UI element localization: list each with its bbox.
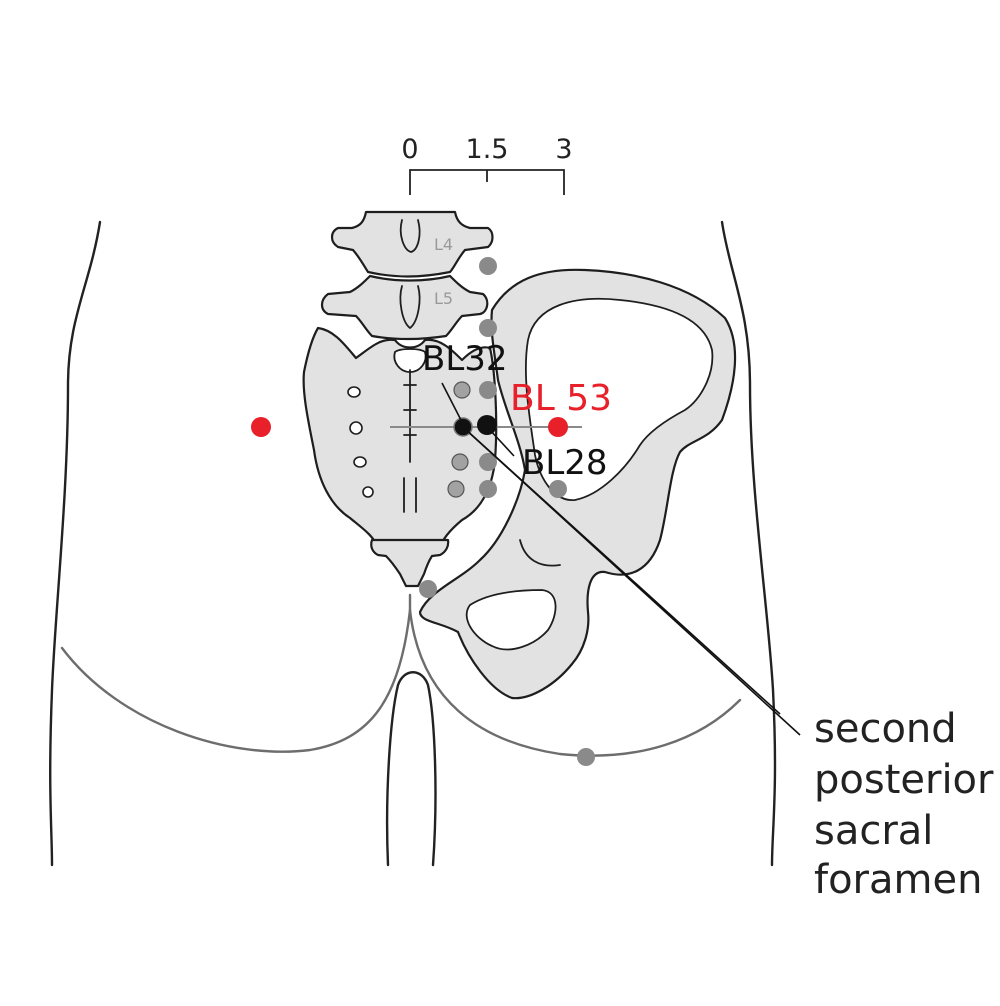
acupoint-dot — [451, 453, 469, 471]
coccyx — [370, 538, 450, 588]
ischial-detail — [519, 539, 561, 567]
right-torso-edge — [720, 220, 777, 867]
bl53-label: BL 53 — [510, 378, 612, 419]
vertebra-l4 — [330, 210, 494, 278]
scale-bracket — [409, 169, 565, 195]
scale-tick-mid: 1.5 — [466, 134, 509, 165]
scale-tick-end: 3 — [555, 134, 572, 165]
body-outline — [49, 220, 777, 867]
median-sacral-crest — [403, 369, 417, 463]
annotation-line-3: sacral — [814, 808, 933, 854]
acupoint-dot — [479, 319, 497, 337]
vertebra-label-l5: L5 — [434, 289, 453, 308]
acupoint-dot — [479, 480, 497, 498]
scale-bar: 0 1.5 3 — [401, 134, 573, 195]
foramen-left-4 — [362, 486, 374, 498]
foramen-left-2 — [349, 421, 363, 435]
bl28-point — [477, 415, 497, 435]
bl32-leader — [441, 382, 464, 425]
scale-tick-0: 0 — [401, 134, 418, 165]
acupoint-dot — [447, 480, 465, 498]
acupoint-dot — [453, 381, 471, 399]
l4-spinous-process — [399, 219, 421, 253]
vertebra-l5 — [320, 274, 489, 341]
bl53-point-right — [548, 417, 568, 437]
lumbar-vertebrae — [320, 210, 494, 341]
left-torso-edge — [49, 220, 102, 867]
foramen-leader-2 — [463, 427, 801, 736]
annotation-line-2: posterior — [814, 757, 994, 803]
foramen-left-1 — [347, 386, 361, 398]
left-gluteal-fold — [60, 608, 412, 753]
obturator-foramen — [465, 589, 557, 651]
acupoint-dot — [577, 748, 595, 766]
right-gluteal-fold — [408, 608, 742, 757]
foramen-left-3 — [353, 456, 367, 468]
sacral-hiatus — [403, 477, 417, 513]
bl28-label: BL28 — [522, 443, 608, 483]
foramen-annotation: second posterior sacral foramen — [814, 706, 994, 903]
other-acupoints — [419, 257, 595, 766]
acupoint-dot — [479, 453, 497, 471]
annotation-line-1: second — [814, 706, 957, 752]
buttock-contours — [60, 593, 742, 757]
acupoint-dot — [479, 257, 497, 275]
hip-bone-right — [418, 268, 737, 700]
l5-spinous-process — [399, 285, 421, 329]
bl32-label: BL32 — [422, 339, 508, 379]
inner-thigh-gap — [385, 671, 437, 867]
annotation-line-4: foramen — [814, 857, 982, 903]
iliac-fossa-rim — [524, 297, 714, 501]
sacral-canal — [393, 348, 427, 373]
acupoint-dot — [549, 480, 567, 498]
acupoint-dot — [479, 381, 497, 399]
vertebra-label-l4: L4 — [434, 235, 453, 254]
bl28-leader — [488, 428, 515, 457]
bl53-point-left — [251, 417, 271, 437]
acupoint-dot — [419, 580, 437, 598]
